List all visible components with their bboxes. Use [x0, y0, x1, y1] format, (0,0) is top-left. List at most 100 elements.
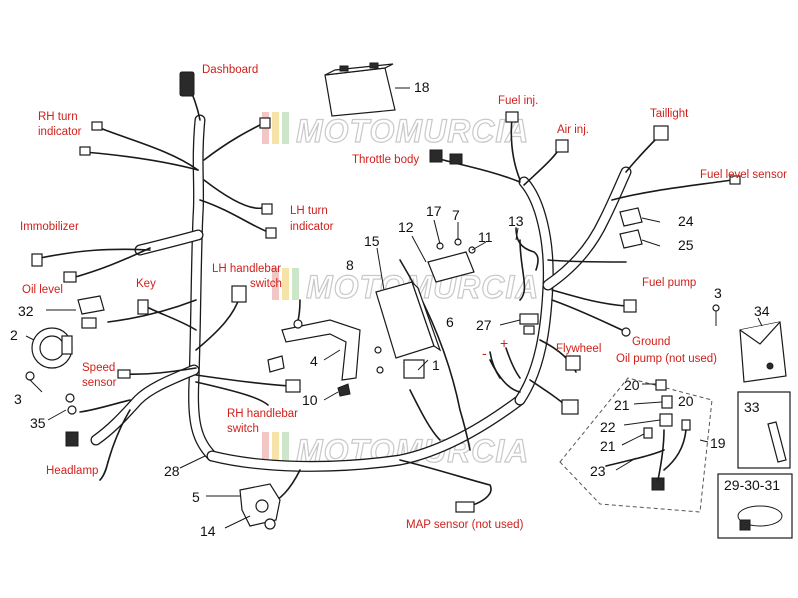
screw-3-right	[712, 304, 720, 326]
num-33: 33	[744, 399, 760, 415]
num-32: 32	[18, 303, 34, 319]
oil-level-connector	[63, 271, 77, 283]
num-24: 24	[678, 213, 694, 229]
num-22: 22	[600, 419, 616, 435]
rh-turn-connectors	[79, 121, 103, 156]
num-10: 10	[302, 392, 318, 408]
num-18: 18	[414, 79, 430, 95]
lh-turn-connectors	[259, 117, 277, 239]
label-air-inj: Air inj.	[557, 124, 589, 136]
polarity-wires	[489, 347, 521, 379]
battery	[324, 62, 410, 117]
num-35: 35	[30, 415, 46, 431]
num-11: 11	[478, 229, 493, 245]
num-20-a: 20	[624, 377, 640, 393]
label-key: Key	[136, 278, 156, 290]
throttle-body-connectors	[429, 149, 463, 165]
num-12: 12	[398, 219, 414, 235]
box-29-30-31	[717, 473, 793, 539]
label-speed-1: Speed	[82, 362, 115, 374]
polarity-minus: -	[482, 345, 487, 361]
num-27: 27	[476, 317, 492, 333]
branch-wires	[39, 79, 733, 509]
num-34: 34	[754, 303, 770, 319]
num-5: 5	[192, 489, 200, 505]
num-29-30-31: 29-30-31	[724, 477, 780, 493]
num-21-a: 21	[614, 397, 630, 413]
label-flywheel: Flywheel	[556, 343, 601, 355]
num-2: 2	[10, 327, 18, 343]
label-ground: Ground	[632, 336, 670, 348]
num-6: 6	[446, 314, 454, 330]
speed-sensor	[117, 369, 131, 379]
num-1: 1	[432, 357, 440, 373]
num-3-left: 3	[14, 391, 22, 407]
part-32	[77, 295, 105, 329]
part-numbers: 18 17 7 13 12 15 11 8 6 27 1 4 10 5 14 2…	[10, 79, 780, 539]
headlamp-connector	[65, 431, 109, 481]
num-19: 19	[710, 435, 726, 451]
regulator	[239, 483, 281, 530]
label-headlamp: Headlamp	[46, 465, 98, 477]
num-25: 25	[678, 237, 694, 253]
label-oil-level: Oil level	[22, 284, 63, 296]
subassembly-19	[559, 377, 713, 513]
label-rh-handlebar-1: RH handlebar	[227, 408, 298, 420]
label-oil-pump: Oil pump (not used)	[616, 353, 717, 365]
rh-handlebar-connector	[267, 355, 301, 393]
label-rh-turn-2: indicator	[38, 126, 82, 138]
ecu	[375, 281, 442, 379]
num-17: 17	[426, 203, 442, 219]
label-map-sensor: MAP sensor (not used)	[406, 519, 524, 531]
num-23: 23	[590, 463, 606, 479]
relay-25	[619, 229, 643, 249]
label-fuel-inj: Fuel inj.	[498, 95, 538, 107]
fuel-pump-connector	[623, 299, 637, 313]
screw-10	[337, 383, 351, 397]
num-14: 14	[200, 523, 216, 539]
taillight-connector	[653, 125, 669, 141]
num-15: 15	[364, 233, 380, 249]
screws-left	[25, 371, 77, 415]
watermark-top: MOTOMURCIA	[262, 112, 529, 150]
bracket	[281, 319, 384, 381]
num-3-right: 3	[714, 285, 722, 301]
num-20-b: 20	[678, 393, 694, 409]
part-rear-connector	[561, 399, 579, 415]
label-fuel-pump: Fuel pump	[642, 277, 696, 289]
num-13: 13	[508, 213, 524, 229]
label-fuel-level-sensor: Fuel level sensor	[700, 169, 787, 181]
num-8: 8	[346, 257, 354, 273]
watermark-text-top: MOTOMURCIA	[296, 113, 529, 149]
label-throttle-body: Throttle body	[352, 154, 419, 166]
label-taillight: Taillight	[650, 108, 689, 120]
num-7: 7	[452, 207, 460, 223]
relay-bracket	[427, 238, 476, 283]
num-21-b: 21	[600, 438, 616, 454]
label-immobilizer: Immobilizer	[20, 221, 79, 233]
label-lh-handlebar-2: switch	[250, 278, 282, 290]
immobilizer-connector	[31, 253, 43, 267]
fuel-level-connector	[729, 175, 741, 185]
dashboard-connector	[179, 71, 195, 97]
label-lh-turn-2: indicator	[290, 221, 334, 233]
map-sensor-connector	[455, 501, 475, 513]
flywheel-connector	[565, 355, 581, 371]
ground-connector	[621, 327, 631, 337]
part-27	[519, 313, 539, 335]
polarity-plus: +	[500, 335, 508, 351]
box-34	[739, 321, 787, 383]
air-inj-connector	[555, 139, 569, 153]
fuel-inj-connector	[505, 111, 519, 123]
label-lh-handlebar-1: LH handlebar	[212, 263, 281, 275]
horn	[31, 327, 73, 369]
part-13	[515, 227, 539, 271]
relay-24	[619, 207, 643, 227]
label-speed-2: sensor	[82, 377, 117, 389]
leader-lines	[25, 87, 763, 529]
key-connector	[137, 299, 149, 315]
labels: Dashboard RH turn indicator LH turn indi…	[20, 64, 787, 531]
box-33	[737, 391, 791, 469]
label-lh-turn-1: LH turn	[290, 205, 328, 217]
